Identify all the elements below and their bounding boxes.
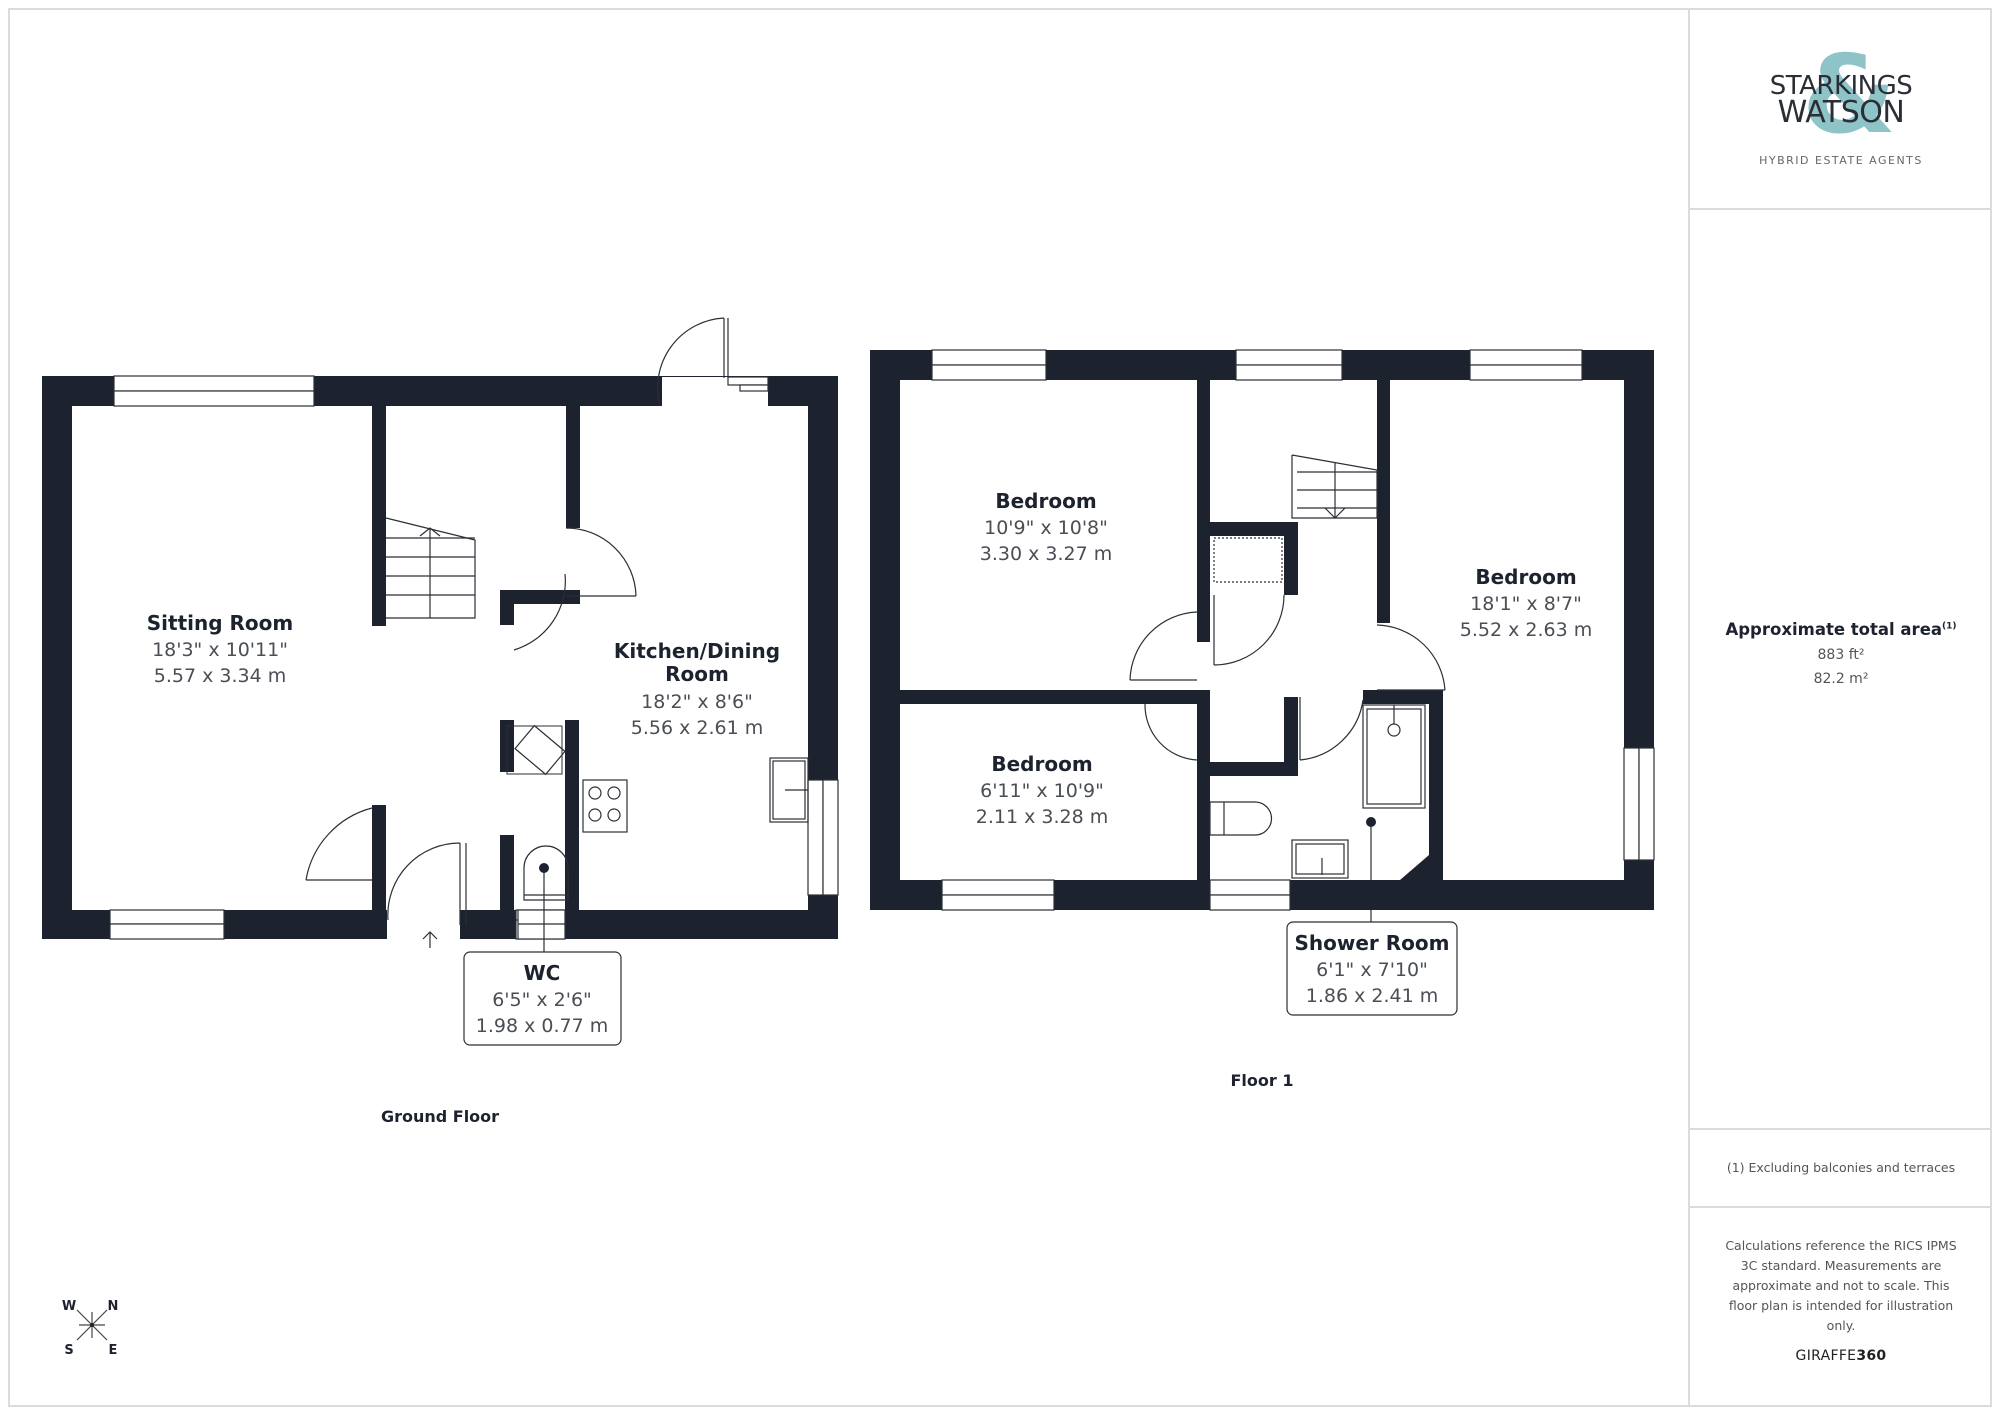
- svg-text:N: N: [108, 1299, 119, 1314]
- room-metric-bedroom-2: 5.52 x 2.63 m: [1460, 619, 1592, 641]
- room-imperial-sitting: 18'3" x 10'11": [152, 639, 288, 661]
- footnote-section: (1) Excluding balconies and terraces: [1690, 1130, 1992, 1208]
- disclaimer-section: Calculations reference the RICS IPMS 3C …: [1690, 1208, 1992, 1407]
- room-imperial-kitchen: 18'2" x 8'6": [641, 691, 753, 713]
- room-metric-shower: 1.86 x 2.41 m: [1306, 985, 1438, 1007]
- compass-icon: W N S E: [62, 1299, 119, 1358]
- room-imperial-wc: 6'5" x 2'6": [492, 989, 592, 1011]
- floor-plan-area: Sitting Room 18'3" x 10'11" 5.57 x 3.34 …: [42, 317, 1655, 1358]
- disclaimer-text: Calculations reference the RICS IPMS 3C …: [1725, 1238, 1957, 1333]
- footnote-marker: (1): [1942, 621, 1957, 632]
- room-name-bedroom-2: Bedroom: [1475, 565, 1576, 589]
- page-frame: [8, 8, 1992, 1407]
- shower-label-box: [1286, 921, 1458, 1016]
- room-name-bedroom-1: Bedroom: [995, 489, 1096, 513]
- room-metric-bedroom-1: 3.30 x 3.27 m: [980, 543, 1112, 565]
- room-imperial-shower: 6'1" x 7'10": [1316, 959, 1428, 981]
- room-name-sitting: Sitting Room: [147, 611, 293, 635]
- room-name-bedroom-3: Bedroom: [991, 752, 1092, 776]
- area-sqft: 883 ft²: [1817, 647, 1865, 663]
- room-name-wc: WC: [524, 961, 561, 985]
- brand-logo: & STARKINGS WATSON HYBRID ESTATE AGENTS: [1690, 8, 1992, 210]
- room-imperial-bedroom-2: 18'1" x 8'7": [1470, 593, 1582, 615]
- room-name-kitchen: Kitchen/Dining: [614, 639, 780, 663]
- room-name-kitchen-line2: Room: [665, 662, 729, 686]
- brand-name-line2: WATSON: [1777, 95, 1905, 130]
- room-metric-bedroom-3: 2.11 x 3.28 m: [976, 806, 1108, 828]
- svg-text:W: W: [62, 1299, 76, 1314]
- floor-label-first: Floor 1: [1231, 1071, 1294, 1090]
- brand-tagline: HYBRID ESTATE AGENTS: [1759, 154, 1923, 167]
- svg-text:E: E: [109, 1343, 118, 1358]
- room-metric-wc: 1.98 x 0.77 m: [476, 1015, 608, 1037]
- brand-name-line1: STARKINGS: [1769, 71, 1913, 101]
- giraffe360-credit: GIRAFFE360: [1795, 1348, 1887, 1364]
- room-imperial-bedroom-1: 10'9" x 10'8": [984, 517, 1108, 539]
- footnote-text: (1) Excluding balconies and terraces: [1726, 1160, 1956, 1175]
- svg-text:S: S: [64, 1343, 73, 1358]
- room-metric-sitting: 5.57 x 3.34 m: [154, 665, 286, 687]
- room-name-shower: Shower Room: [1295, 931, 1450, 955]
- area-sqm: 82.2 m²: [1813, 671, 1869, 687]
- info-sidebar: & STARKINGS WATSON HYBRID ESTATE AGENTS …: [1688, 8, 1992, 1407]
- area-title: Approximate total area: [1725, 620, 1943, 639]
- ampersand-logo-icon: &: [1802, 33, 1897, 158]
- room-metric-kitchen: 5.56 x 2.61 m: [631, 717, 763, 739]
- floor-label-ground: Ground Floor: [381, 1107, 499, 1126]
- wc-label-box: [463, 951, 622, 1046]
- room-imperial-bedroom-3: 6'11" x 10'9": [980, 780, 1104, 802]
- area-summary: Approximate total area(1) 883 ft² 82.2 m…: [1690, 210, 1992, 1130]
